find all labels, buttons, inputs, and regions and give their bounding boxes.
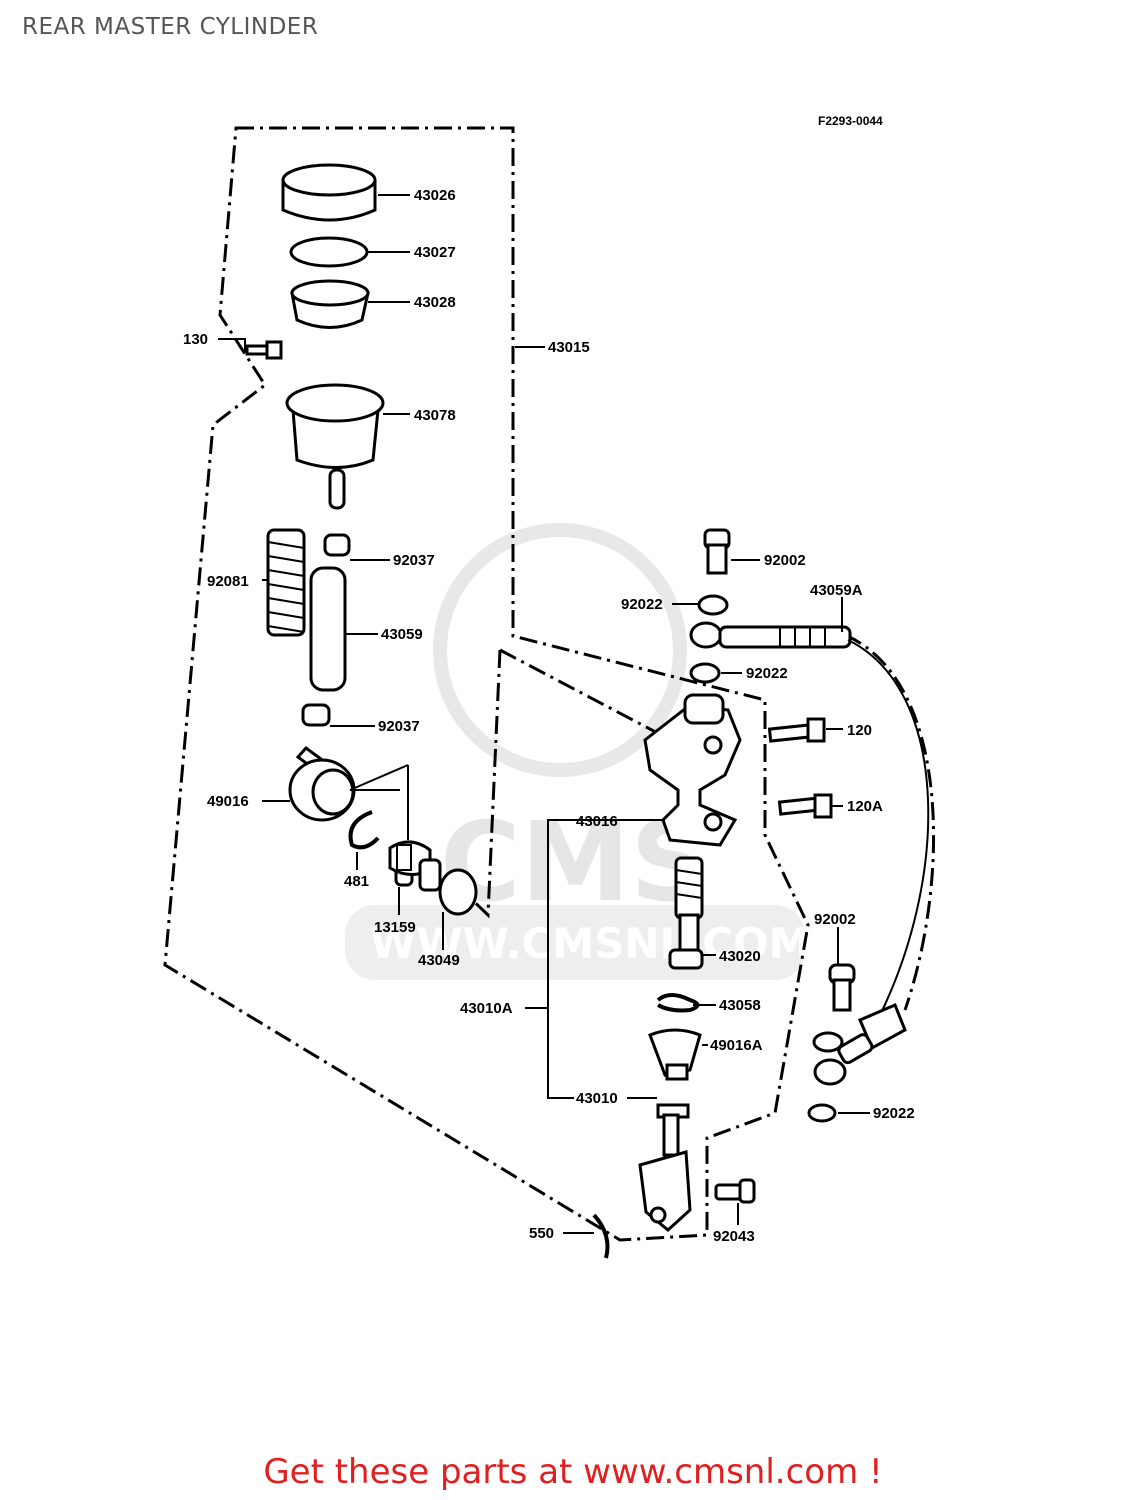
label-92043: 92043 — [713, 1228, 755, 1245]
banjo-bolt-bottom — [828, 963, 856, 1012]
label-43010: 43010 — [576, 1090, 618, 1107]
label-43015: 43015 — [548, 339, 590, 356]
grommet-seal — [438, 868, 478, 916]
diaphragm-plate — [289, 236, 369, 268]
label-120a: 120A — [847, 798, 883, 815]
label-550: 550 — [529, 1225, 554, 1242]
spring — [266, 528, 306, 637]
hose-outline — [844, 633, 936, 1011]
leader-lines — [218, 194, 870, 1234]
diaphragm — [290, 279, 370, 329]
label-49016a: 49016A — [710, 1037, 763, 1054]
label-130: 130 — [183, 331, 208, 348]
piston-stop-circlip — [656, 993, 700, 1013]
hose-clamp-top — [323, 533, 351, 557]
label-43020: 43020 — [719, 948, 761, 965]
label-43026: 43026 — [414, 187, 456, 204]
washer-top — [697, 594, 729, 616]
label-43078: 43078 — [414, 407, 456, 424]
piston-assembly — [668, 856, 704, 970]
label-43059: 43059 — [381, 626, 423, 643]
assembly-outline — [163, 126, 810, 1242]
dust-boot — [648, 1028, 702, 1081]
circlip — [348, 810, 380, 850]
label-120: 120 — [847, 722, 872, 739]
washer-middle — [689, 662, 721, 684]
label-481: 481 — [344, 873, 369, 890]
label-49016: 49016 — [207, 793, 249, 810]
hose-elbow — [288, 745, 356, 822]
washer-lower — [812, 1031, 844, 1053]
footer-shop-link[interactable]: Get these parts at www.cmsnl.com ! — [263, 1452, 883, 1492]
label-92002-top: 92002 — [764, 552, 806, 569]
exploded-parts-diagram: CMS WWW.CMSNL.COM F2293-0044 — [163, 114, 936, 1259]
label-92022-middle: 92022 — [746, 665, 788, 682]
reservoir-hose — [309, 566, 347, 692]
part-number-labels: 43026 43027 43028 130 43015 43078 92037 … — [183, 187, 915, 1245]
label-43049: 43049 — [418, 952, 460, 969]
label-43010a: 43010A — [460, 1000, 513, 1017]
cylinder-body — [643, 693, 742, 847]
brake-hose — [689, 621, 930, 1086]
label-43027: 43027 — [414, 244, 456, 261]
diagram-ref: F2293-0044 — [818, 114, 883, 128]
clevis-pin — [714, 1178, 756, 1204]
screw-130 — [245, 340, 283, 360]
label-92002-bottom: 92002 — [814, 911, 856, 928]
hose-clamp-bottom — [301, 703, 331, 727]
page-title: REAR MASTER CYLINDER — [22, 14, 319, 40]
label-92037-top: 92037 — [393, 552, 435, 569]
label-92037-bottom: 92037 — [378, 718, 420, 735]
watermark: CMS WWW.CMSNL.COM — [345, 523, 811, 980]
washer-bottom — [807, 1103, 837, 1123]
mounting-bolt-120 — [767, 717, 826, 743]
label-92081: 92081 — [207, 573, 249, 590]
banjo-bolt-top — [703, 528, 731, 575]
label-92022-top: 92022 — [621, 596, 663, 613]
push-rod — [638, 1103, 692, 1232]
label-13159: 13159 — [374, 919, 416, 936]
cotter-pin — [592, 1213, 610, 1259]
mounting-bolt-120a — [777, 793, 833, 819]
label-92022-bottom: 92022 — [873, 1105, 915, 1122]
label-43058: 43058 — [719, 997, 761, 1014]
label-43028: 43028 — [414, 294, 456, 311]
label-43016: 43016 — [576, 813, 618, 830]
reservoir-cap — [281, 163, 377, 222]
reservoir — [285, 383, 385, 510]
label-43059a: 43059A — [810, 582, 863, 599]
